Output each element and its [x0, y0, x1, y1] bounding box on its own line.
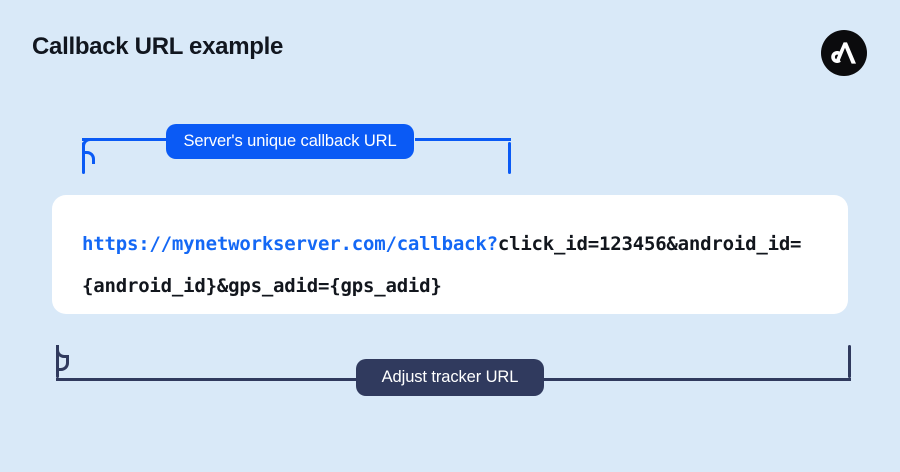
callback-url-params: click_id=123456&android_id={android_id}&…	[82, 233, 802, 297]
bottom-bracket-left-arm	[56, 345, 59, 378]
bottom-bracket-right-arm	[848, 345, 851, 378]
callback-url-base: https://mynetworkserver.com/callback?	[82, 233, 498, 255]
top-bracket-right-corner	[82, 151, 95, 164]
top-bracket-right-rail	[415, 138, 511, 141]
label-server-callback-url: Server's unique callback URL	[166, 124, 414, 159]
top-bracket-right-arm	[508, 142, 511, 174]
bottom-bracket-right-corner	[56, 358, 69, 371]
url-card: https://mynetworkserver.com/callback?cli…	[52, 195, 848, 314]
top-bracket-left-arm	[82, 142, 85, 174]
page-title: Callback URL example	[32, 33, 284, 60]
bottom-bracket-left-corner	[56, 345, 69, 358]
top-bracket-left-corner	[82, 138, 95, 151]
label-adjust-tracker-url: Adjust tracker URL	[356, 359, 544, 396]
adjust-logo-mark	[831, 42, 856, 64]
top-bracket-left-rail	[82, 138, 174, 141]
adjust-logo	[821, 30, 867, 76]
callback-url-text: https://mynetworkserver.com/callback?cli…	[82, 223, 818, 307]
